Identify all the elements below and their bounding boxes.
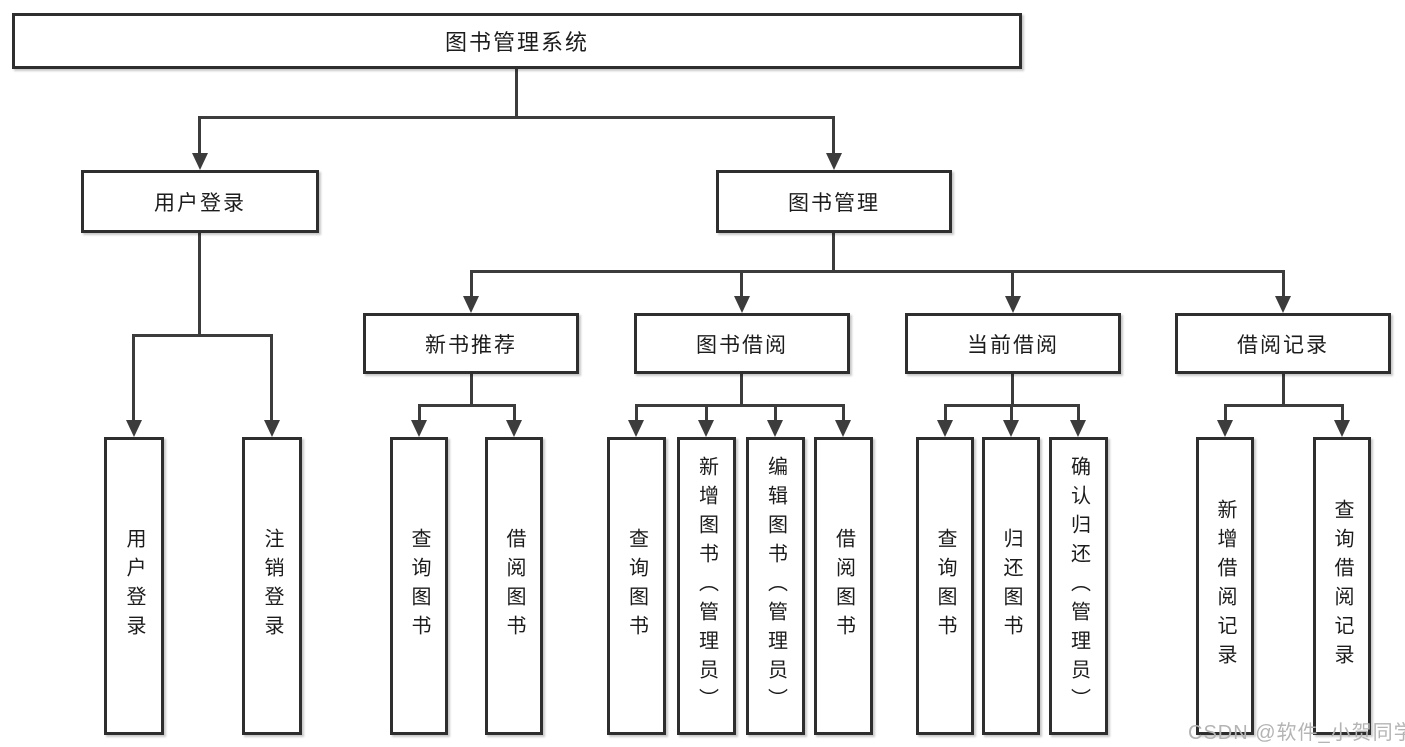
leaf-edit-book-admin: 编辑图书（管理员） (746, 437, 805, 735)
arrowhead-down-icon (1005, 296, 1021, 313)
connector-line (1224, 404, 1227, 421)
connector-line (635, 404, 638, 421)
connector-line (1282, 374, 1285, 406)
leaf-query-borrow-record: 查询借阅记录 (1313, 437, 1371, 735)
arrowhead-down-icon (1070, 420, 1086, 437)
connector-line (740, 374, 743, 406)
leaf-logout: 注销登录 (242, 437, 302, 735)
connector-line (832, 116, 835, 154)
arrowhead-down-icon (1217, 420, 1233, 437)
connector-line (418, 404, 515, 407)
arrowhead-down-icon (1334, 420, 1350, 437)
connector-line (513, 404, 516, 421)
connector-line (774, 404, 777, 421)
connector-line (832, 233, 835, 273)
node-borrowing-records: 借阅记录 (1175, 313, 1391, 374)
connector-line (470, 270, 1284, 273)
connector-line (740, 270, 743, 296)
arrowhead-down-icon (411, 420, 427, 437)
connector-line (705, 404, 708, 421)
leaf-borrow-books-recommend: 借阅图书 (485, 437, 543, 735)
node-book-management: 图书管理 (716, 170, 952, 233)
connector-line (1282, 270, 1285, 296)
leaf-add-book-admin: 新增图书（管理员） (677, 437, 736, 735)
arrowhead-down-icon (192, 153, 208, 170)
arrowhead-down-icon (835, 420, 851, 437)
connector-line (198, 116, 201, 154)
leaf-confirm-return-admin: 确认归还（管理员） (1049, 437, 1108, 735)
connector-line (198, 233, 201, 337)
arrowhead-down-icon (767, 420, 783, 437)
node-new-book-recommend: 新书推荐 (363, 313, 579, 374)
arrowhead-down-icon (264, 420, 280, 437)
leaf-query-books-recommend: 查询图书 (390, 437, 448, 735)
arrowhead-down-icon (734, 296, 750, 313)
connector-line (842, 404, 845, 421)
arrowhead-down-icon (826, 153, 842, 170)
connector-line (944, 404, 947, 421)
arrowhead-down-icon (937, 420, 953, 437)
arrowhead-down-icon (126, 420, 142, 437)
leaf-return-book: 归还图书 (982, 437, 1040, 735)
node-root: 图书管理系统 (12, 13, 1022, 69)
connector-line (515, 69, 518, 118)
node-current-borrowing: 当前借阅 (905, 313, 1121, 374)
arrowhead-down-icon (506, 420, 522, 437)
connector-line (1011, 374, 1014, 406)
arrowhead-down-icon (463, 296, 479, 313)
connector-line (270, 334, 273, 420)
leaf-add-borrow-record: 新增借阅记录 (1196, 437, 1254, 735)
connector-line (470, 374, 473, 406)
connector-line (1011, 270, 1014, 296)
connector-line (1077, 404, 1080, 421)
arrowhead-down-icon (628, 420, 644, 437)
leaf-borrow-books-borrowing: 借阅图书 (814, 437, 873, 735)
leaf-query-books-current: 查询图书 (916, 437, 974, 735)
arrowhead-down-icon (1003, 420, 1019, 437)
connector-line (1341, 404, 1344, 421)
connector-line (1010, 404, 1013, 421)
leaf-user-login: 用户登录 (104, 437, 164, 735)
arrowhead-down-icon (698, 420, 714, 437)
connector-line (132, 334, 135, 420)
leaf-query-books-borrowing: 查询图书 (607, 437, 666, 735)
connector-line (133, 334, 273, 337)
connector-line (1224, 404, 1343, 407)
connector-line (636, 404, 844, 407)
node-book-borrowing: 图书借阅 (634, 313, 850, 374)
watermark: CSDN @软件_小贺同学 (1188, 722, 1405, 744)
connector-line (418, 404, 421, 421)
arrowhead-down-icon (1275, 296, 1291, 313)
connector-line (198, 116, 834, 119)
connector-line (470, 270, 473, 296)
node-user-login: 用户登录 (81, 170, 319, 233)
